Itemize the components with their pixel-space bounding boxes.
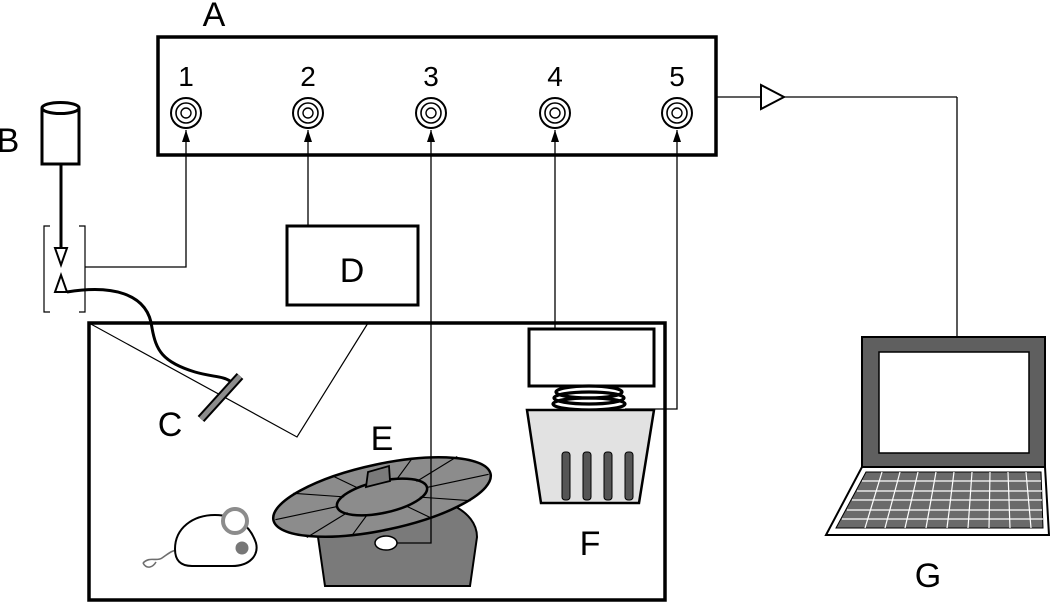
connector-1: [170, 97, 202, 129]
wire-channel-1: [85, 130, 190, 268]
label-a: A: [203, 0, 226, 34]
label-g: G: [915, 557, 941, 595]
label-c: C: [158, 406, 183, 444]
channel-3-label: 3: [423, 61, 439, 92]
connector-5: [661, 97, 693, 129]
connector-3: [415, 97, 447, 129]
channel-4-label: 4: [547, 61, 563, 92]
reservoir-b: B: [0, 101, 86, 313]
behavior-chamber: [87, 321, 667, 602]
label-b: B: [0, 122, 19, 160]
output-line-to-computer: [716, 83, 958, 337]
wire-channel-3: [397, 130, 435, 544]
dispenser-f: F: [525, 384, 656, 563]
label-e: E: [371, 420, 394, 458]
wire-channel-5: [625, 130, 681, 410]
laptop-g: G: [824, 336, 1050, 595]
label-f: F: [580, 525, 601, 563]
mouse: [142, 507, 258, 568]
channel-1-label: 1: [178, 61, 194, 92]
label-d: D: [340, 252, 365, 290]
device-d: D: [285, 130, 420, 307]
interface-box-a: A 1 2 3 4 5: [156, 0, 718, 157]
channel-5-label: 5: [669, 61, 685, 92]
feeder-motor: [527, 130, 656, 388]
connector-4: [539, 97, 571, 129]
spout-c: C: [88, 322, 369, 444]
connector-2: [292, 97, 324, 129]
channel-2-label: 2: [300, 61, 316, 92]
tubing: [66, 288, 231, 383]
wheel-e: E: [271, 420, 493, 587]
